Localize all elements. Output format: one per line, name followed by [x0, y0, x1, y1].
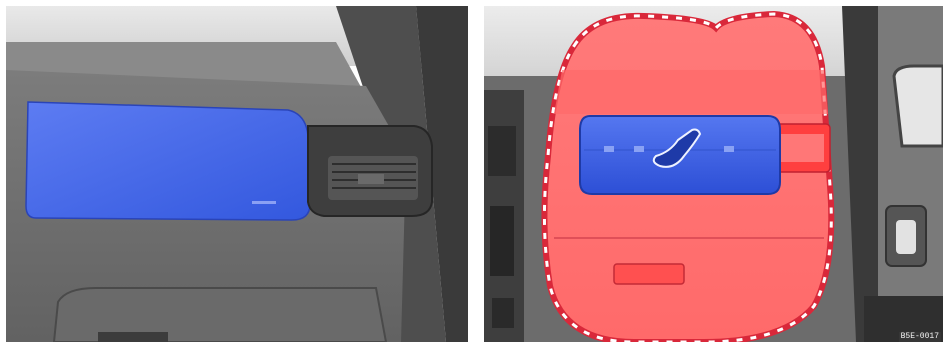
figure-code-label: B5E-0017 — [899, 332, 941, 342]
dashboard-illustration — [6, 6, 468, 342]
door-handle-icon — [886, 206, 926, 266]
airbag-cutoff-switch-cover — [580, 116, 780, 194]
detail-illustration — [484, 6, 943, 342]
dashboard-left-panel — [6, 6, 468, 342]
air-vent-icon — [308, 126, 432, 216]
dashboard-right-panel — [484, 6, 943, 342]
